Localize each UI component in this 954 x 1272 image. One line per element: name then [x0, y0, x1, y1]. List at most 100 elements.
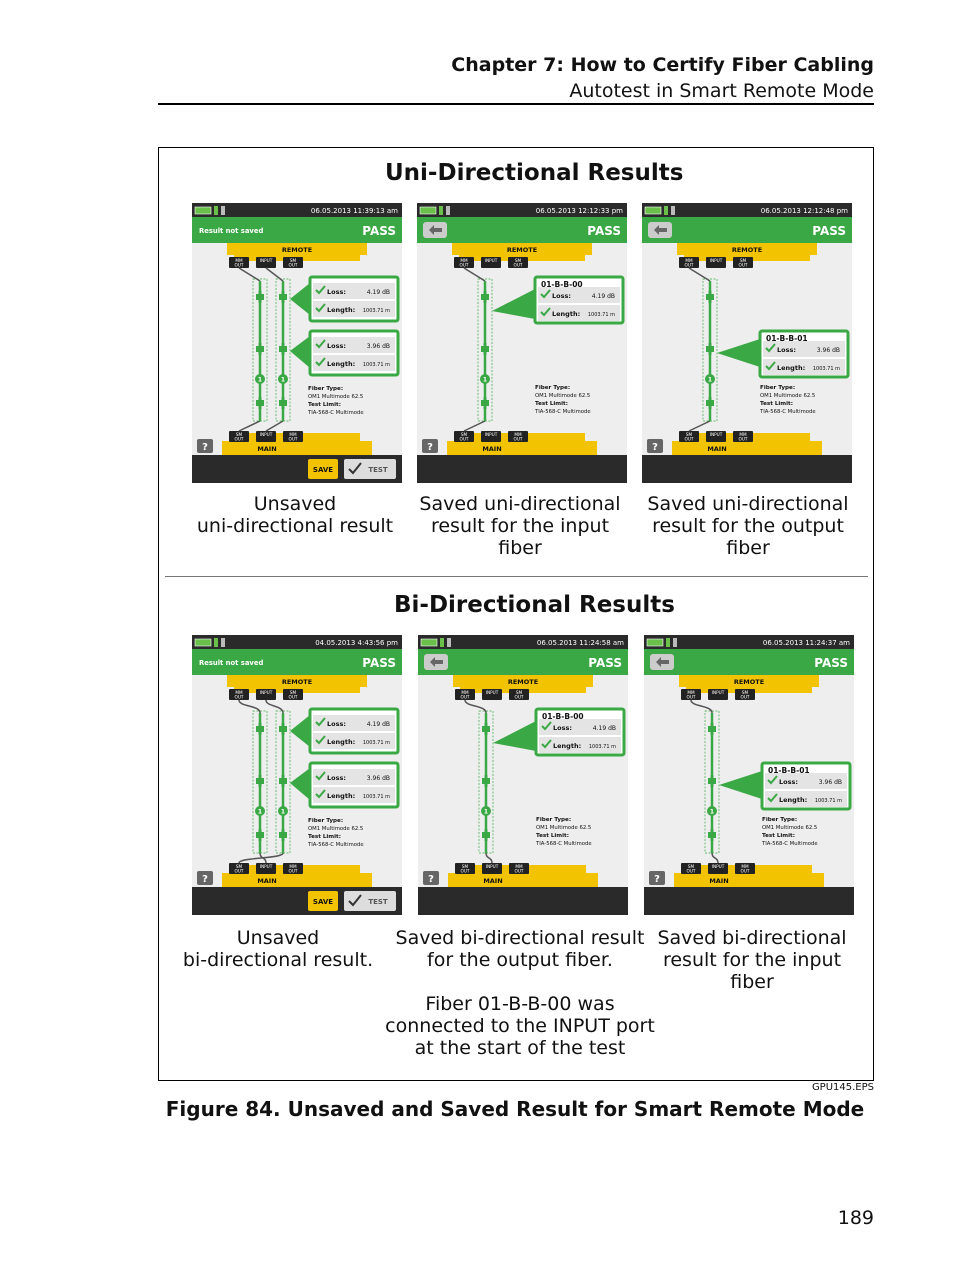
main-port-input-label: INPUT [260, 432, 273, 437]
timestamp: 06.05.2013 11:24:58 am [537, 639, 624, 647]
verdict: PASS [587, 224, 621, 238]
loss-row [313, 715, 395, 731]
connector-icon [708, 291, 712, 303]
connector-icon [281, 397, 285, 409]
main-port-mm-out-label: MM [514, 432, 522, 437]
connector-icon [281, 775, 285, 787]
result-status: Result not saved [199, 659, 263, 667]
remote-port-input-label: INPUT [260, 258, 273, 263]
remote-port-mm-out [229, 257, 249, 268]
loss-value: 4.19 dB [367, 289, 390, 296]
length-label: Length: [327, 360, 355, 368]
remote-port-mm-out-label: MM [461, 690, 469, 695]
loss-label: Loss: [327, 774, 346, 782]
battery-icon [666, 638, 670, 647]
loss-value: 4.19 dB [592, 293, 615, 300]
length-label: Length: [327, 306, 355, 314]
remote-label: REMOTE [507, 246, 537, 254]
result-header [642, 217, 852, 243]
battery-icon [440, 638, 444, 647]
fiber-type-label: Fiber Type: [308, 818, 343, 824]
main-port-input [256, 863, 276, 874]
connector-icon [258, 829, 262, 841]
connector-icon [483, 397, 487, 409]
remote-port-input [256, 689, 276, 700]
battery-icon [447, 638, 451, 647]
result-header [417, 217, 627, 243]
test-limit-label: Test Limit: [760, 401, 793, 407]
remote-port-mm-out [679, 257, 699, 268]
callout-pointer [290, 715, 310, 747]
remote-port-sm-out-label: SM [290, 690, 297, 695]
main-port-mm-out-label: OUT [739, 437, 748, 442]
main-port-sm-out [229, 863, 249, 874]
timestamp: 06.05.2013 11:39:13 am [311, 207, 398, 215]
check-icon [765, 361, 776, 371]
section-title: Autotest in Smart Remote Mode [569, 80, 874, 102]
remote-port-input-label: INPUT [710, 258, 723, 263]
marker-icon [255, 374, 265, 384]
back-arrow-icon [429, 225, 442, 235]
main-port-sm-out [455, 863, 475, 874]
back-arrow-icon [430, 657, 443, 667]
main-unit [672, 441, 822, 455]
main-port-mm-out-label: MM [741, 864, 749, 869]
remote-port-sm-out-label: OUT [741, 695, 750, 700]
save-button [308, 891, 338, 911]
test-limit-label: Test Limit: [762, 833, 795, 839]
verdict: PASS [362, 656, 396, 670]
length-label: Length: [553, 742, 581, 750]
battery-icon [664, 206, 668, 215]
test-limit-value: TIA-568-C Multimode [535, 841, 592, 847]
patch-cord [265, 699, 284, 714]
help-icon: ? [202, 442, 208, 453]
battery-icon [194, 206, 212, 215]
cable-id: 01-B-B-01 [768, 766, 810, 775]
fiber-type-label: Fiber Type: [760, 385, 795, 391]
help-icon: ? [427, 442, 433, 453]
verdict: PASS [812, 224, 846, 238]
main-label: MAIN [482, 445, 501, 453]
length-label: Length: [327, 792, 355, 800]
remote-port-input [706, 257, 726, 268]
remote-label: REMOTE [282, 678, 312, 686]
main-port-sm-out-label: OUT [235, 437, 244, 442]
test-limit-label: Test Limit: [308, 834, 341, 840]
remote-port-mm-out-label: OUT [685, 263, 694, 268]
callout-pointer [719, 771, 762, 799]
caption-line: Saved bi-directional result [395, 927, 645, 949]
main-port-sm-out-label: SM [462, 864, 469, 869]
marker-label: 1 [258, 377, 262, 384]
main-port-input [708, 863, 728, 874]
back-arrow-icon [656, 657, 669, 667]
main-port-sm-out [681, 863, 701, 874]
check-icon [315, 735, 326, 745]
result-header [644, 649, 854, 675]
patch-cord [463, 267, 486, 282]
marker-icon [481, 806, 491, 816]
patch-cord [711, 852, 719, 864]
remote-port-mm-out [454, 257, 474, 268]
eps-label: GPU145.EPS [811, 1082, 874, 1093]
length-row [538, 305, 620, 321]
remote-port-sm-out-label: SM [516, 690, 523, 695]
remote-port-sm-out-label: OUT [289, 695, 298, 700]
loss-value: 3.96 dB [819, 779, 842, 786]
remote-port-sm-out [735, 689, 755, 700]
main-port-input-label: INPUT [710, 432, 723, 437]
marker-label: 1 [258, 809, 262, 816]
main-port-sm-out-label: SM [236, 864, 243, 869]
cable-id: 01-B-B-00 [541, 280, 583, 289]
main-port-sm-out-label: SM [461, 432, 468, 437]
main-port-mm-out-label: OUT [515, 869, 524, 874]
page-number: 189 [837, 1207, 874, 1229]
main-port-input [481, 431, 501, 442]
help-button [649, 871, 665, 885]
connector-icon [258, 723, 262, 735]
main-port-input-label: INPUT [260, 864, 273, 869]
